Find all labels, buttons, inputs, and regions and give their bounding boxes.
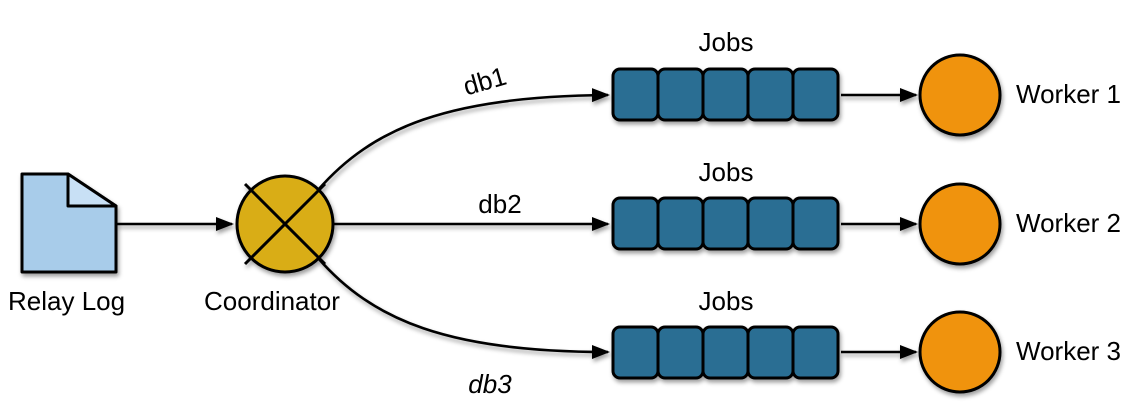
queue-slot <box>791 196 840 251</box>
channel-arrow-db1 <box>317 88 610 191</box>
coordinator-cross-line-2 <box>243 182 327 266</box>
jobs-label-1: Jobs <box>699 27 754 57</box>
queue-slot <box>746 325 795 380</box>
channel-label-db1: db1 <box>460 61 510 102</box>
worker-label-2: Worker 2 <box>1016 208 1121 238</box>
jobs-label-3: Jobs <box>699 286 754 316</box>
relay-log-node <box>20 172 118 274</box>
worker-label-1: Worker 1 <box>1016 79 1121 109</box>
shapes-layer <box>20 53 1002 394</box>
queue-slot <box>701 67 750 122</box>
jobs-label-2: Jobs <box>699 157 754 187</box>
queue-slot <box>656 325 705 380</box>
worker-node-3 <box>918 310 1002 394</box>
worker-label-3: Worker 3 <box>1016 336 1121 366</box>
queue-slot <box>611 196 660 251</box>
queue-node-3 <box>611 325 840 380</box>
channel-label-db3: db3 <box>468 369 512 399</box>
queue-slot <box>791 67 840 122</box>
queue-node-2 <box>611 196 840 251</box>
queue-slot <box>746 67 795 122</box>
channel-label-db2: db2 <box>478 189 521 219</box>
queue-slot <box>746 196 795 251</box>
worker-node-2 <box>918 182 1002 266</box>
coordinator-label: Coordinator <box>204 286 340 316</box>
document-fold-icon <box>66 172 118 208</box>
channel-arrow-db3 <box>317 257 610 359</box>
queue-slot <box>791 325 840 380</box>
queue-slot <box>611 67 660 122</box>
queue-slot <box>656 67 705 122</box>
coordinator-node <box>235 174 335 274</box>
queue-slot <box>611 325 660 380</box>
queue-node-1 <box>611 67 840 122</box>
worker-node-1 <box>918 53 1002 137</box>
queue-slot <box>701 325 750 380</box>
queue-slot <box>701 196 750 251</box>
queue-slot <box>656 196 705 251</box>
relay-log-label: Relay Log <box>8 286 125 316</box>
